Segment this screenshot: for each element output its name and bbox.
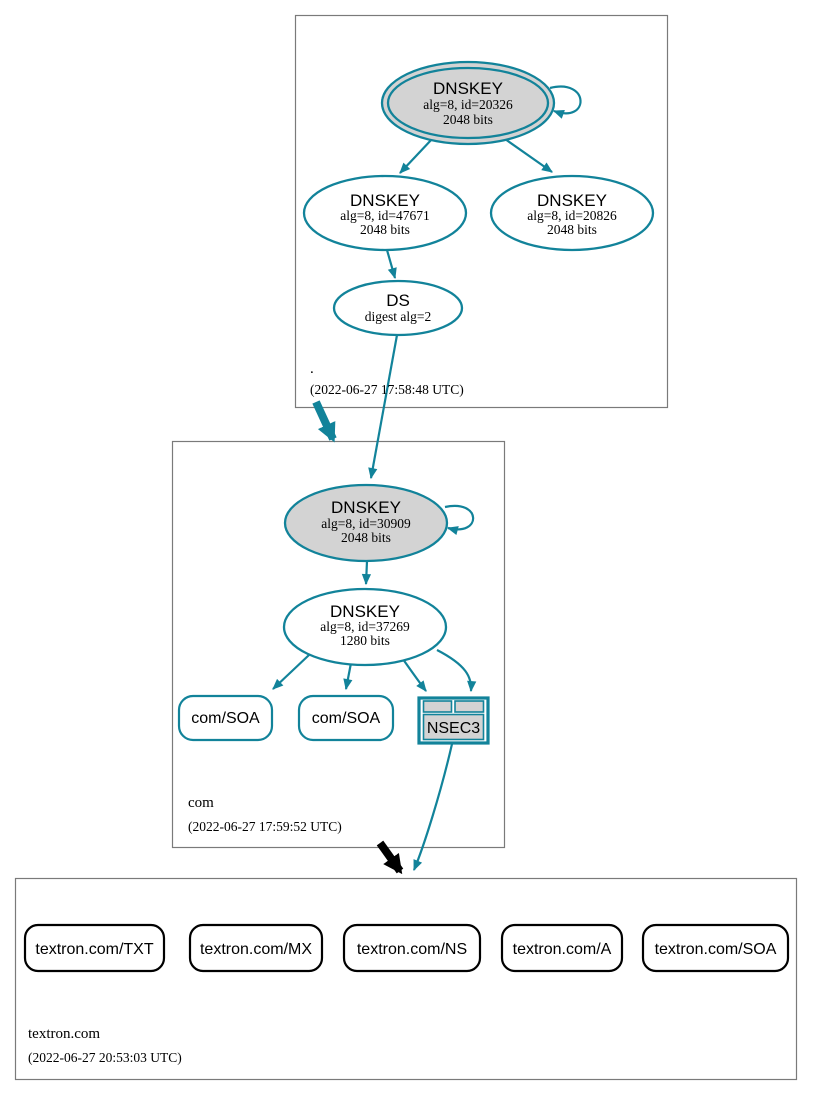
root-zsk-20826-title: DNSKEY — [537, 191, 607, 210]
zone-box-com — [171, 440, 506, 849]
edge-root-to-com-delegation — [312, 400, 337, 443]
root-zsk-20826-detail1: alg=8, id=20826 — [527, 208, 617, 223]
com-soa-1-rect[interactable] — [177, 694, 274, 742]
zone-timestamp-com: (2022-06-27 17:59:52 UTC) — [188, 819, 342, 834]
edge-com-ksk-self-loop — [444, 504, 475, 535]
edge-com-zsk-to-soa-2 — [343, 662, 353, 691]
node-com-soa-1[interactable]: com/SOA — [177, 694, 274, 742]
edge-root-ksk-self-loop — [549, 85, 582, 119]
node-textron-mx[interactable]: textron.com/MX — [188, 923, 324, 973]
com-zsk-detail2: 1280 bits — [340, 633, 390, 648]
textron-soa-rect[interactable] — [641, 923, 790, 973]
edge-nsec3-to-textron — [412, 743, 454, 872]
node-com-soa-2[interactable]: com/SOA — [297, 694, 395, 742]
root-ksk-inner-ellipse — [386, 66, 550, 140]
node-com-ksk-dnskey-30909[interactable]: DNSKEY alg=8, id=30909 2048 bits — [283, 483, 449, 563]
root-ds-title: DS — [386, 291, 410, 310]
node-textron-soa[interactable]: textron.com/SOA — [641, 923, 790, 973]
edge-root-zsk-to-ds — [385, 249, 397, 280]
root-ksk-outer-ellipse[interactable] — [380, 60, 556, 146]
com-ksk-ellipse[interactable] — [283, 483, 449, 563]
root-zsk-47671-detail2: 2048 bits — [360, 222, 410, 237]
node-root-ksk-dnskey-20326[interactable]: DNSKEY alg=8, id=20326 2048 bits — [380, 60, 556, 146]
textron-ns-rect[interactable] — [342, 923, 482, 973]
edge-com-zsk-to-soa-1 — [272, 654, 310, 690]
com-ksk-detail1: alg=8, id=30909 — [321, 516, 411, 531]
com-soa-1-label: com/SOA — [191, 710, 260, 727]
root-zsk-47671-detail1: alg=8, id=47671 — [340, 208, 429, 223]
com-ksk-title: DNSKEY — [331, 498, 401, 517]
textron-mx-rect[interactable] — [188, 923, 324, 973]
node-root-zsk-dnskey-47671[interactable]: DNSKEY alg=8, id=47671 2048 bits — [302, 174, 468, 252]
textron-a-label: textron.com/A — [513, 941, 612, 958]
textron-mx-label: textron.com/MX — [200, 941, 312, 958]
root-zsk-47671-ellipse[interactable] — [302, 174, 468, 252]
com-zsk-detail1: alg=8, id=37269 — [320, 619, 410, 634]
zone-timestamp-textron-com: (2022-06-27 20:53:03 UTC) — [28, 1050, 182, 1065]
edge-root-ksk-to-zsk-20826 — [504, 138, 553, 173]
node-textron-txt[interactable]: textron.com/TXT — [23, 923, 166, 973]
root-zsk-47671-title: DNSKEY — [350, 191, 420, 210]
textron-txt-rect[interactable] — [23, 923, 166, 973]
zone-label-root: . — [310, 361, 314, 377]
edge-com-to-textron-delegation — [376, 840, 404, 875]
zone-box-textron-com — [14, 877, 798, 1081]
node-com-zsk-dnskey-37269[interactable]: DNSKEY alg=8, id=37269 1280 bits — [282, 587, 448, 667]
com-soa-2-rect[interactable] — [297, 694, 395, 742]
edge-com-ksk-to-zsk — [361, 560, 372, 586]
root-ksk-detail2: 2048 bits — [443, 112, 493, 127]
com-zsk-title: DNSKEY — [330, 602, 400, 621]
root-ksk-detail1: alg=8, id=20326 — [423, 97, 513, 112]
root-zsk-20826-ellipse[interactable] — [489, 174, 655, 252]
zone-timestamp-root: (2022-06-27 17:58:48 UTC) — [310, 382, 464, 397]
textron-soa-label: textron.com/SOA — [655, 941, 777, 958]
com-ksk-detail2: 2048 bits — [341, 530, 391, 545]
root-ds-detail1: digest alg=2 — [365, 309, 431, 324]
com-nsec3-cell-left — [422, 700, 453, 713]
zone-label-textron-com: textron.com — [28, 1026, 100, 1042]
com-nsec3-label: NSEC3 — [427, 720, 480, 737]
com-nsec3-cell-right — [454, 700, 485, 713]
com-nsec3-body — [422, 713, 485, 741]
zone-label-com: com — [188, 795, 214, 811]
node-root-zsk-dnskey-20826[interactable]: DNSKEY alg=8, id=20826 2048 bits — [489, 174, 655, 252]
textron-a-rect[interactable] — [500, 923, 624, 973]
com-zsk-ellipse[interactable] — [282, 587, 448, 667]
edge-ds-to-com-ksk — [368, 334, 399, 480]
edge-com-zsk-to-nsec3-right — [436, 649, 477, 693]
node-com-nsec3[interactable]: NSEC3 — [417, 696, 490, 745]
root-ds-ellipse[interactable] — [332, 279, 464, 337]
zone-box-root — [294, 14, 669, 409]
root-zsk-20826-detail2: 2048 bits — [547, 222, 597, 237]
node-textron-ns[interactable]: textron.com/NS — [342, 923, 482, 973]
com-soa-2-label: com/SOA — [312, 710, 381, 727]
node-textron-a[interactable]: textron.com/A — [500, 923, 624, 973]
root-ksk-title: DNSKEY — [433, 79, 503, 98]
textron-txt-label: textron.com/TXT — [35, 941, 153, 958]
edge-root-ksk-to-zsk-47671 — [399, 137, 434, 174]
textron-ns-label: textron.com/NS — [357, 941, 467, 958]
node-root-ds[interactable]: DS digest alg=2 — [332, 279, 464, 337]
